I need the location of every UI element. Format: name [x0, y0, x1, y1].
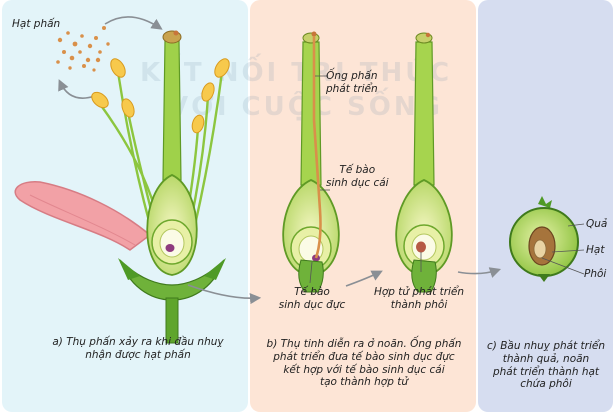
caption-c: c) Bầu nhuỵ phát triển thành quả, noãn p…: [480, 340, 612, 391]
caption-a: a) Thụ phấn xảy ra khi đầu nhuỵ nhận đượ…: [38, 336, 238, 362]
label-egg-line1: Tế bào: [339, 164, 376, 176]
petal: [14, 181, 152, 251]
caption-a-line1: a) Thụ phấn xảy ra khi đầu nhuỵ: [52, 336, 224, 348]
caption-c-line1: c) Bầu nhuỵ phát triển: [486, 340, 606, 352]
label-fruit: Quả: [586, 218, 608, 230]
label-pollen-tube-line1: Ống phấn: [326, 70, 378, 82]
label-seed: Hạt: [586, 244, 605, 256]
pollen-tube: [312, 36, 322, 259]
watermark-line1: KẾT NỐI TRI THỨC: [140, 58, 453, 88]
pistil-b1: [282, 31, 340, 293]
label-egg-cell: Tế bào sinh dục cái: [326, 164, 389, 189]
flower-stalk: [165, 297, 179, 344]
caption-a-line2: nhận được hạt phấn: [85, 348, 191, 361]
label-sperm-cell: Tế bào sinh dục đực: [272, 286, 352, 311]
caption-c-line3: phát triển thành hạt: [492, 365, 600, 378]
caption-b-line4: tạo thành hợp tử: [319, 376, 409, 389]
caption-b-line2: phát triển đưa tế bào sinh dục đực: [273, 350, 455, 363]
caption-c-line4: chứa phôi: [520, 378, 572, 391]
label-zygote: Hợp tử phát triển thành phôi: [360, 286, 478, 311]
caption-b-line3: kết hợp với tế bào sinh dục cái: [283, 363, 445, 376]
fruit: [509, 196, 579, 282]
pistil-a: [146, 30, 198, 276]
label-embryo: Phôi: [584, 268, 607, 280]
label-zygote-line1: Hợp tử phát triển: [373, 286, 465, 298]
label-pollen: Hạt phấn: [12, 18, 61, 30]
pollen-arrow-to-stigma: [104, 16, 163, 30]
arrow-b2-to-c: [457, 267, 502, 278]
label-zygote-line2: thành phôi: [390, 298, 448, 311]
arrow-b1-to-b2: [345, 270, 383, 287]
label-sperm-line2: sinh dục đực: [278, 298, 346, 311]
pistil-b2: [395, 32, 453, 293]
label-pollen-tube-line2: phát triển: [326, 82, 378, 95]
caption-c-line2: thành quả, noãn: [502, 352, 590, 365]
pollen-grains: [56, 26, 110, 72]
label-pollen-tube: Ống phấn phát triển: [326, 70, 378, 95]
caption-b-line1: b) Thụ tinh diễn ra ở noãn. Ống phấn: [266, 338, 462, 350]
caption-b: b) Thụ tinh diễn ra ở noãn. Ống phấn phá…: [251, 338, 477, 389]
pollen-arrow-from-anther: [58, 79, 96, 99]
label-egg-line2: sinh dục cái: [326, 176, 389, 189]
label-sperm-line1: Tế bào: [294, 286, 330, 298]
anthers: [91, 58, 230, 134]
arrow-a-to-b: [187, 284, 262, 305]
